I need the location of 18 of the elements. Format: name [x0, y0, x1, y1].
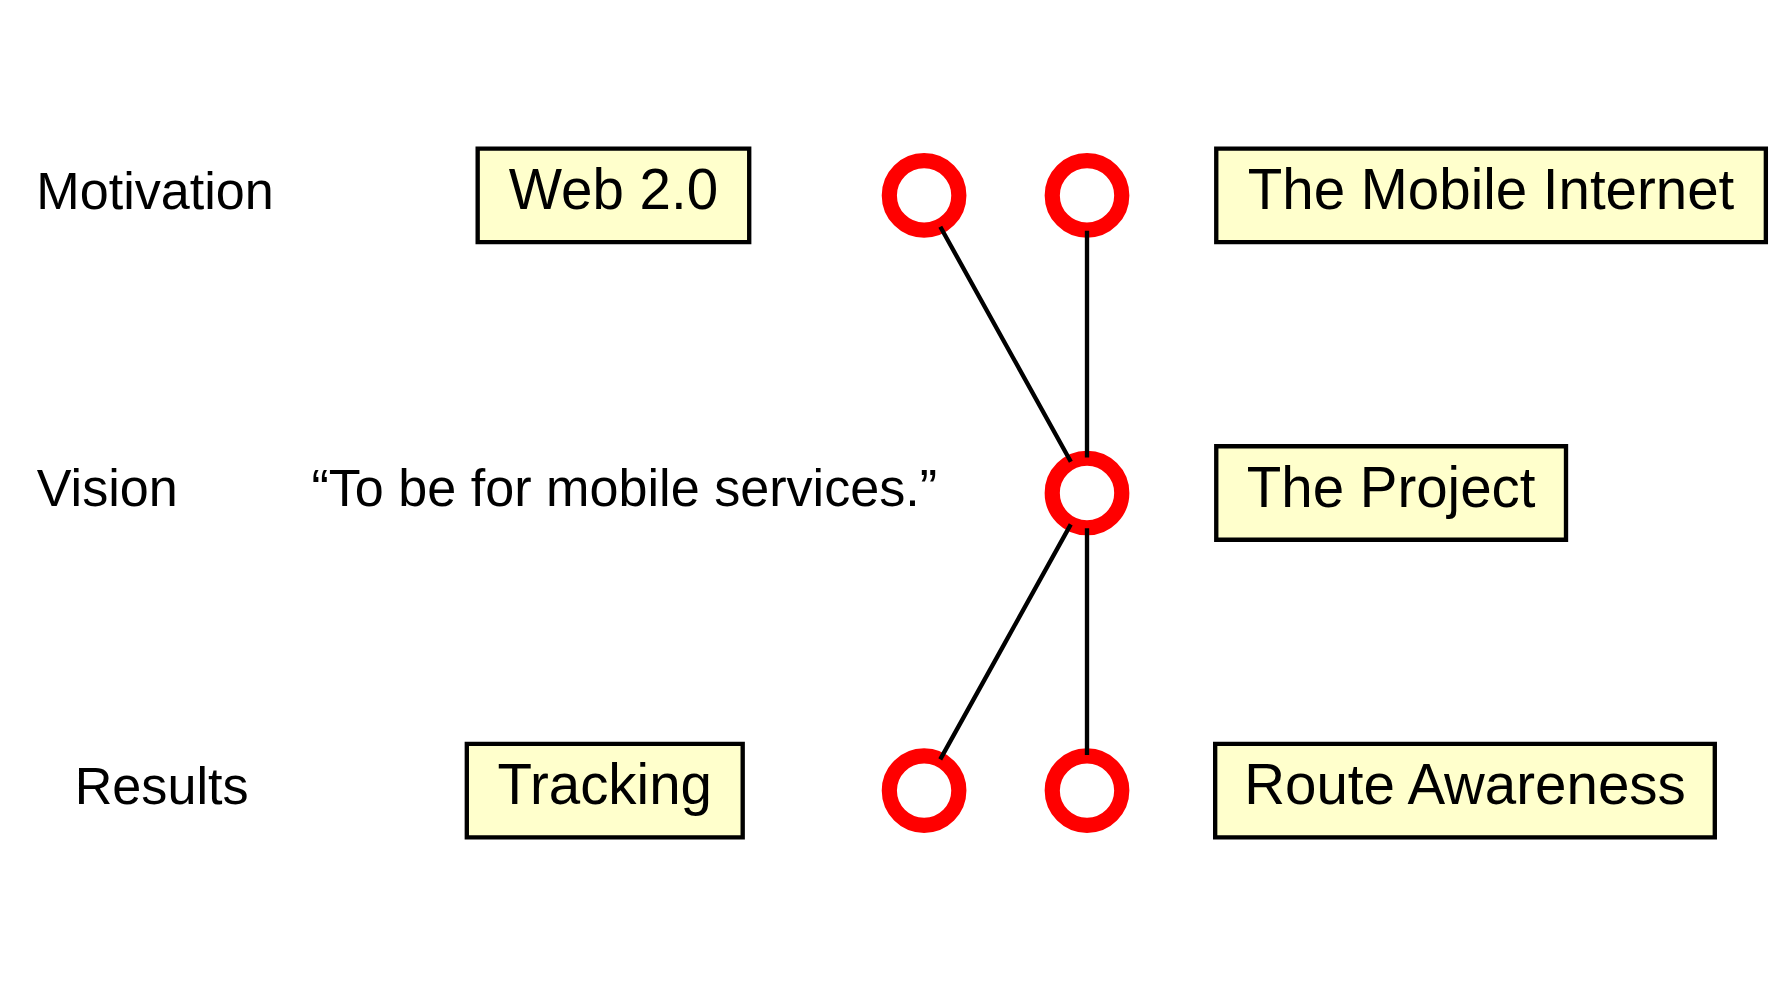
node-box: The Mobile Internet [1214, 146, 1768, 245]
connector [938, 523, 1073, 761]
connector [1084, 528, 1090, 755]
label: Vision [36, 459, 178, 518]
connector [1084, 230, 1090, 458]
label: Results [74, 757, 249, 816]
node-circle [1044, 153, 1130, 238]
node-box: The Project [1214, 444, 1569, 542]
label: “To be for mobile services.” [311, 459, 938, 518]
node-circle [1044, 450, 1130, 536]
node-circle [1044, 748, 1130, 833]
node-box: Route Awareness [1213, 741, 1717, 840]
node-box: Tracking [464, 741, 745, 840]
connector [938, 225, 1073, 463]
node-box: Web 2.0 [475, 146, 752, 245]
label: Motivation [36, 161, 274, 220]
node-circle [881, 153, 967, 238]
node-circle [881, 748, 967, 833]
